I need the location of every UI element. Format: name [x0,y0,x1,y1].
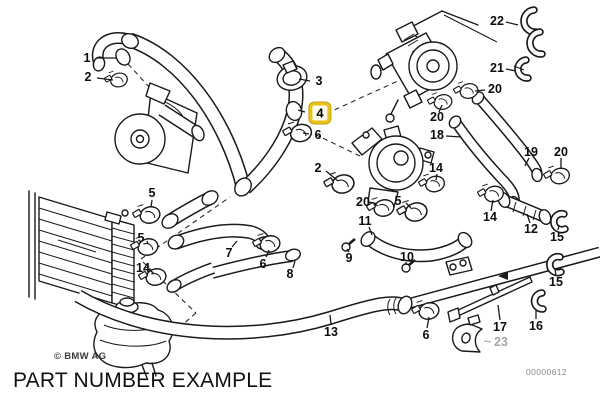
water-pump-drawing [114,82,205,174]
part-callout[interactable]: 2 [314,160,322,175]
part-callout[interactable]: 16 [529,318,543,333]
part-callout[interactable]: 15 [550,229,564,244]
part-callout-highlighted[interactable]: 4 [309,102,331,124]
part-callout[interactable]: 7 [225,245,233,260]
leader-layer [96,21,562,343]
part-callout[interactable]: 9 [345,250,353,265]
part-callout[interactable]: 14 [136,260,150,275]
part-callout[interactable]: 15 [549,274,563,289]
part-callout[interactable]: 20 [356,194,370,209]
rod-bracket-drawing [447,276,533,353]
part-callout[interactable]: 12 [524,221,538,236]
part-callout[interactable]: 2 [84,69,92,84]
part-callout[interactable]: 10 [400,249,414,264]
part-callout[interactable]: 3 [315,73,323,88]
radiator-drawing [28,190,135,310]
upper-hoses-drawing [91,32,308,197]
doc-number: 00000612 [526,367,568,377]
part-callout[interactable]: 21 [490,60,504,75]
part-callout[interactable]: 1 [83,50,91,65]
part-callout[interactable]: 17 [493,319,507,334]
part-callout[interactable]: 18 [430,127,444,142]
part-callout[interactable]: 5 [394,193,402,208]
clips-drawing [513,6,569,313]
part-callout[interactable]: 14 [483,209,497,224]
part-callout[interactable]: 5 [148,185,156,200]
part-callout[interactable]: 19 [524,144,538,159]
part-callout[interactable]: 6 [314,127,322,142]
part-callout[interactable]: 20 [554,144,568,159]
part-callout[interactable]: 13 [324,324,338,339]
part-callout[interactable]: 22 [490,13,504,28]
lower-hose-pipe-drawing [74,246,600,340]
caption-text: PART NUMBER EXAMPLE [13,369,273,392]
throttle-body-drawing [370,10,498,123]
thermostat-drawing [351,125,473,276]
part-callout[interactable]: 23 [494,334,508,349]
part-callout[interactable]: 11 [358,213,372,228]
part-callout[interactable]: 6 [422,327,430,342]
heater-hoses-drawing [448,91,552,225]
part-callout[interactable]: 20 [430,109,444,124]
part-callout[interactable]: 6 [259,256,267,271]
part-callout[interactable]: 8 [286,266,294,281]
left-hoses-drawing [161,190,301,293]
part-callout[interactable]: 5 [137,230,145,245]
part-callout[interactable]: 20 [488,81,502,96]
part-callout[interactable]: 14 [429,160,443,175]
copyright-text: © BMW AG [54,351,107,362]
